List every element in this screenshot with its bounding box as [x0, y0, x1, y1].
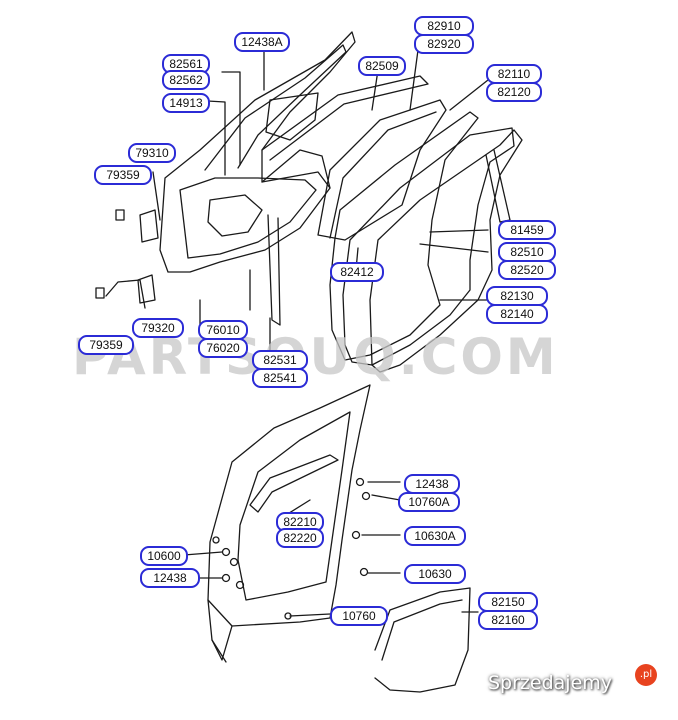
leader-lines-upper [105, 49, 489, 355]
part-label-82531[interactable]: 82531 [252, 350, 308, 370]
part-label-82920[interactable]: 82920 [414, 34, 474, 54]
fastener-10 [212, 536, 220, 544]
part-label-76020[interactable]: 76020 [198, 338, 248, 358]
leader-lines-lower [183, 481, 479, 617]
part-label-82509[interactable]: 82509 [358, 56, 406, 76]
part-label-14913[interactable]: 14913 [162, 93, 210, 113]
part-label-82120[interactable]: 82120 [486, 82, 542, 102]
bolt-b [95, 287, 105, 299]
part-label-82541[interactable]: 82541 [252, 368, 308, 388]
fastener-6 [229, 557, 239, 567]
weatherstrip-inner [342, 127, 515, 366]
hinge-lower [137, 274, 156, 304]
part-label-79359-lower[interactable]: 79359 [78, 335, 134, 355]
weatherstrip-outer [329, 111, 479, 361]
fastener-2 [361, 491, 371, 501]
door-window-frame-inner [204, 44, 347, 171]
part-label-82561[interactable]: 82561 [162, 54, 210, 74]
part-label-12438a[interactable]: 12438A [234, 32, 290, 52]
part-label-82140[interactable]: 82140 [486, 304, 548, 324]
part-label-10600[interactable]: 10600 [140, 546, 188, 566]
door-cutout-small [265, 92, 319, 141]
fastener-8 [235, 580, 245, 590]
part-label-82160[interactable]: 82160 [478, 610, 538, 630]
fastener-5 [221, 547, 231, 557]
door-inner-panel [179, 177, 317, 259]
body-opening-outer [207, 384, 371, 661]
part-label-82220[interactable]: 82220 [276, 528, 324, 548]
part-label-76010[interactable]: 76010 [198, 320, 248, 340]
part-label-79320[interactable]: 79320 [132, 318, 184, 338]
part-label-12438-right[interactable]: 12438 [404, 474, 460, 494]
part-label-82510[interactable]: 82510 [498, 242, 556, 262]
part-label-79310[interactable]: 79310 [128, 143, 176, 163]
fastener-9 [284, 612, 292, 620]
part-label-10630[interactable]: 10630 [404, 564, 466, 584]
fastener-3 [351, 530, 361, 540]
part-label-82130[interactable]: 82130 [486, 286, 548, 306]
part-label-82110[interactable]: 82110 [486, 64, 542, 84]
sprzedajemy-brand-text: Sprzedajemy [488, 672, 613, 694]
part-label-10760[interactable]: 10760 [330, 606, 388, 626]
part-label-12438-left[interactable]: 12438 [140, 568, 200, 588]
door-glass-edge [329, 111, 437, 239]
door-cutout [207, 194, 263, 237]
door-seal-lower [374, 587, 471, 693]
sprzedajemy-brand-badge: .pl [635, 664, 657, 686]
fastener-1 [355, 477, 365, 487]
fastener-7 [221, 573, 231, 583]
part-label-10760a[interactable]: 10760A [398, 492, 460, 512]
part-label-82910[interactable]: 82910 [414, 16, 474, 36]
part-label-82520[interactable]: 82520 [498, 260, 556, 280]
part-label-10630a[interactable]: 10630A [404, 526, 466, 546]
door-seal-lower-inner [381, 599, 463, 661]
hinge-upper [139, 209, 159, 243]
door-mirror-trim [261, 149, 331, 189]
part-label-81459[interactable]: 81459 [498, 220, 556, 240]
body-sill [207, 599, 233, 663]
bolt-a [115, 209, 125, 221]
part-label-82150[interactable]: 82150 [478, 592, 538, 612]
part-label-79359-upper[interactable]: 79359 [94, 165, 152, 185]
fastener-4 [359, 567, 369, 577]
glass-run-upper [261, 75, 429, 161]
body-opening-inner [237, 411, 351, 601]
glass-run-channel [267, 214, 281, 326]
door-glass [317, 99, 447, 241]
body-window-strip [249, 454, 339, 513]
part-label-82412[interactable]: 82412 [330, 262, 384, 282]
part-label-82562[interactable]: 82562 [162, 70, 210, 90]
